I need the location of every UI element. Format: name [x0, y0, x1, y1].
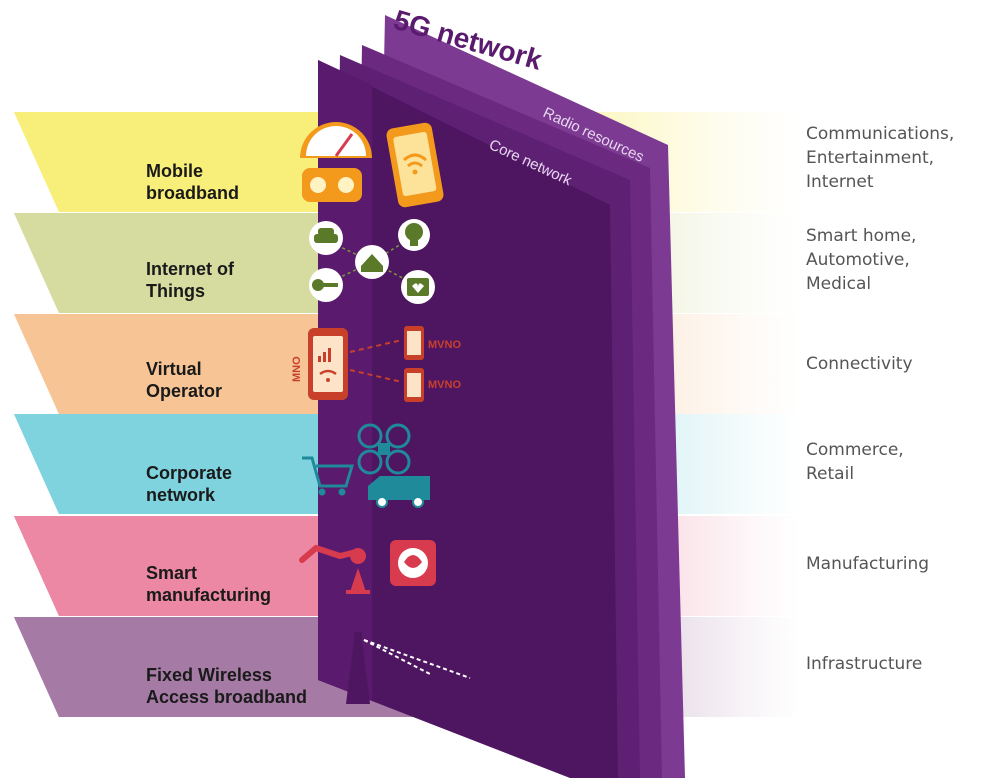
use-case-label-1: Smart home, Automotive, Medical: [806, 224, 916, 296]
lightbulb-icon: [398, 219, 430, 251]
use-case-label-0: Communications, Entertainment, Internet: [806, 122, 954, 194]
use-case-line: Medical: [806, 274, 872, 294]
ai-chip-icon: [390, 540, 436, 586]
use-case-label-2: Connectivity: [806, 352, 913, 376]
cell-tower-icon: [346, 632, 471, 704]
slice-label-line: Things: [146, 281, 205, 301]
use-case-line: Communications,: [806, 124, 955, 144]
use-case-label-3: Commerce, Retail: [806, 438, 904, 486]
use-case-line: Smart home,: [806, 226, 917, 246]
core-network-panel: [318, 60, 618, 778]
use-case-line: Infrastructure: [806, 654, 923, 674]
slice-label-line: network: [146, 485, 216, 505]
network-panels: Core network Radio resources 5G network: [318, 4, 685, 778]
vr-headset-icon: [302, 168, 362, 202]
heart-monitor-icon: [401, 270, 435, 304]
use-case-line: Retail: [806, 464, 855, 484]
drone-icon: [357, 423, 411, 475]
use-case-line: Commerce,: [806, 440, 904, 460]
slice-label-line: Fixed Wireless: [146, 665, 272, 685]
slice-label-line: Virtual: [146, 359, 202, 379]
slice-label-line: Operator: [146, 381, 223, 401]
slice-label-line: Access broadband: [146, 687, 308, 707]
shopping-cart-icon: [302, 456, 355, 496]
mno-tag: MNO: [291, 356, 303, 382]
slice-label-line: Smart: [146, 563, 198, 583]
key-icon: [309, 268, 343, 302]
speedometer-icon: [300, 122, 372, 158]
car-icon: [309, 221, 343, 255]
use-case-label-5: Infrastructure: [806, 652, 922, 676]
slice-label-line: Mobile: [146, 161, 203, 181]
robot-arm-icon: [299, 544, 370, 594]
slice-label-line: Internet of: [146, 259, 234, 279]
smart-home-icon: [355, 245, 389, 279]
use-case-line: Manufacturing: [806, 554, 930, 574]
mvno-phone-icon: MVNO MVNO: [404, 326, 461, 402]
slice-label-line: Corporate: [146, 463, 233, 483]
house-icon: [428, 672, 496, 704]
slice-label-line: broadband: [146, 183, 239, 203]
use-case-line: Automotive,: [806, 250, 910, 270]
mno-phone-icon: MNO: [291, 328, 348, 400]
smartphone-wifi-icon: [386, 122, 444, 208]
mvno-tag-top: MVNO: [428, 339, 461, 351]
use-case-line: Internet: [806, 172, 874, 192]
slice-label-line: manufacturing: [146, 585, 272, 605]
use-case-line: Connectivity: [806, 354, 913, 374]
use-case-label-4: Manufacturing: [806, 552, 929, 576]
iot-network-icons: [309, 219, 435, 304]
mvno-tag-bottom: MVNO: [428, 379, 461, 391]
use-case-line: Entertainment,: [806, 148, 935, 168]
icons-layer: MNO MVNO MVNO: [291, 122, 496, 704]
delivery-van-icon: [368, 476, 430, 508]
